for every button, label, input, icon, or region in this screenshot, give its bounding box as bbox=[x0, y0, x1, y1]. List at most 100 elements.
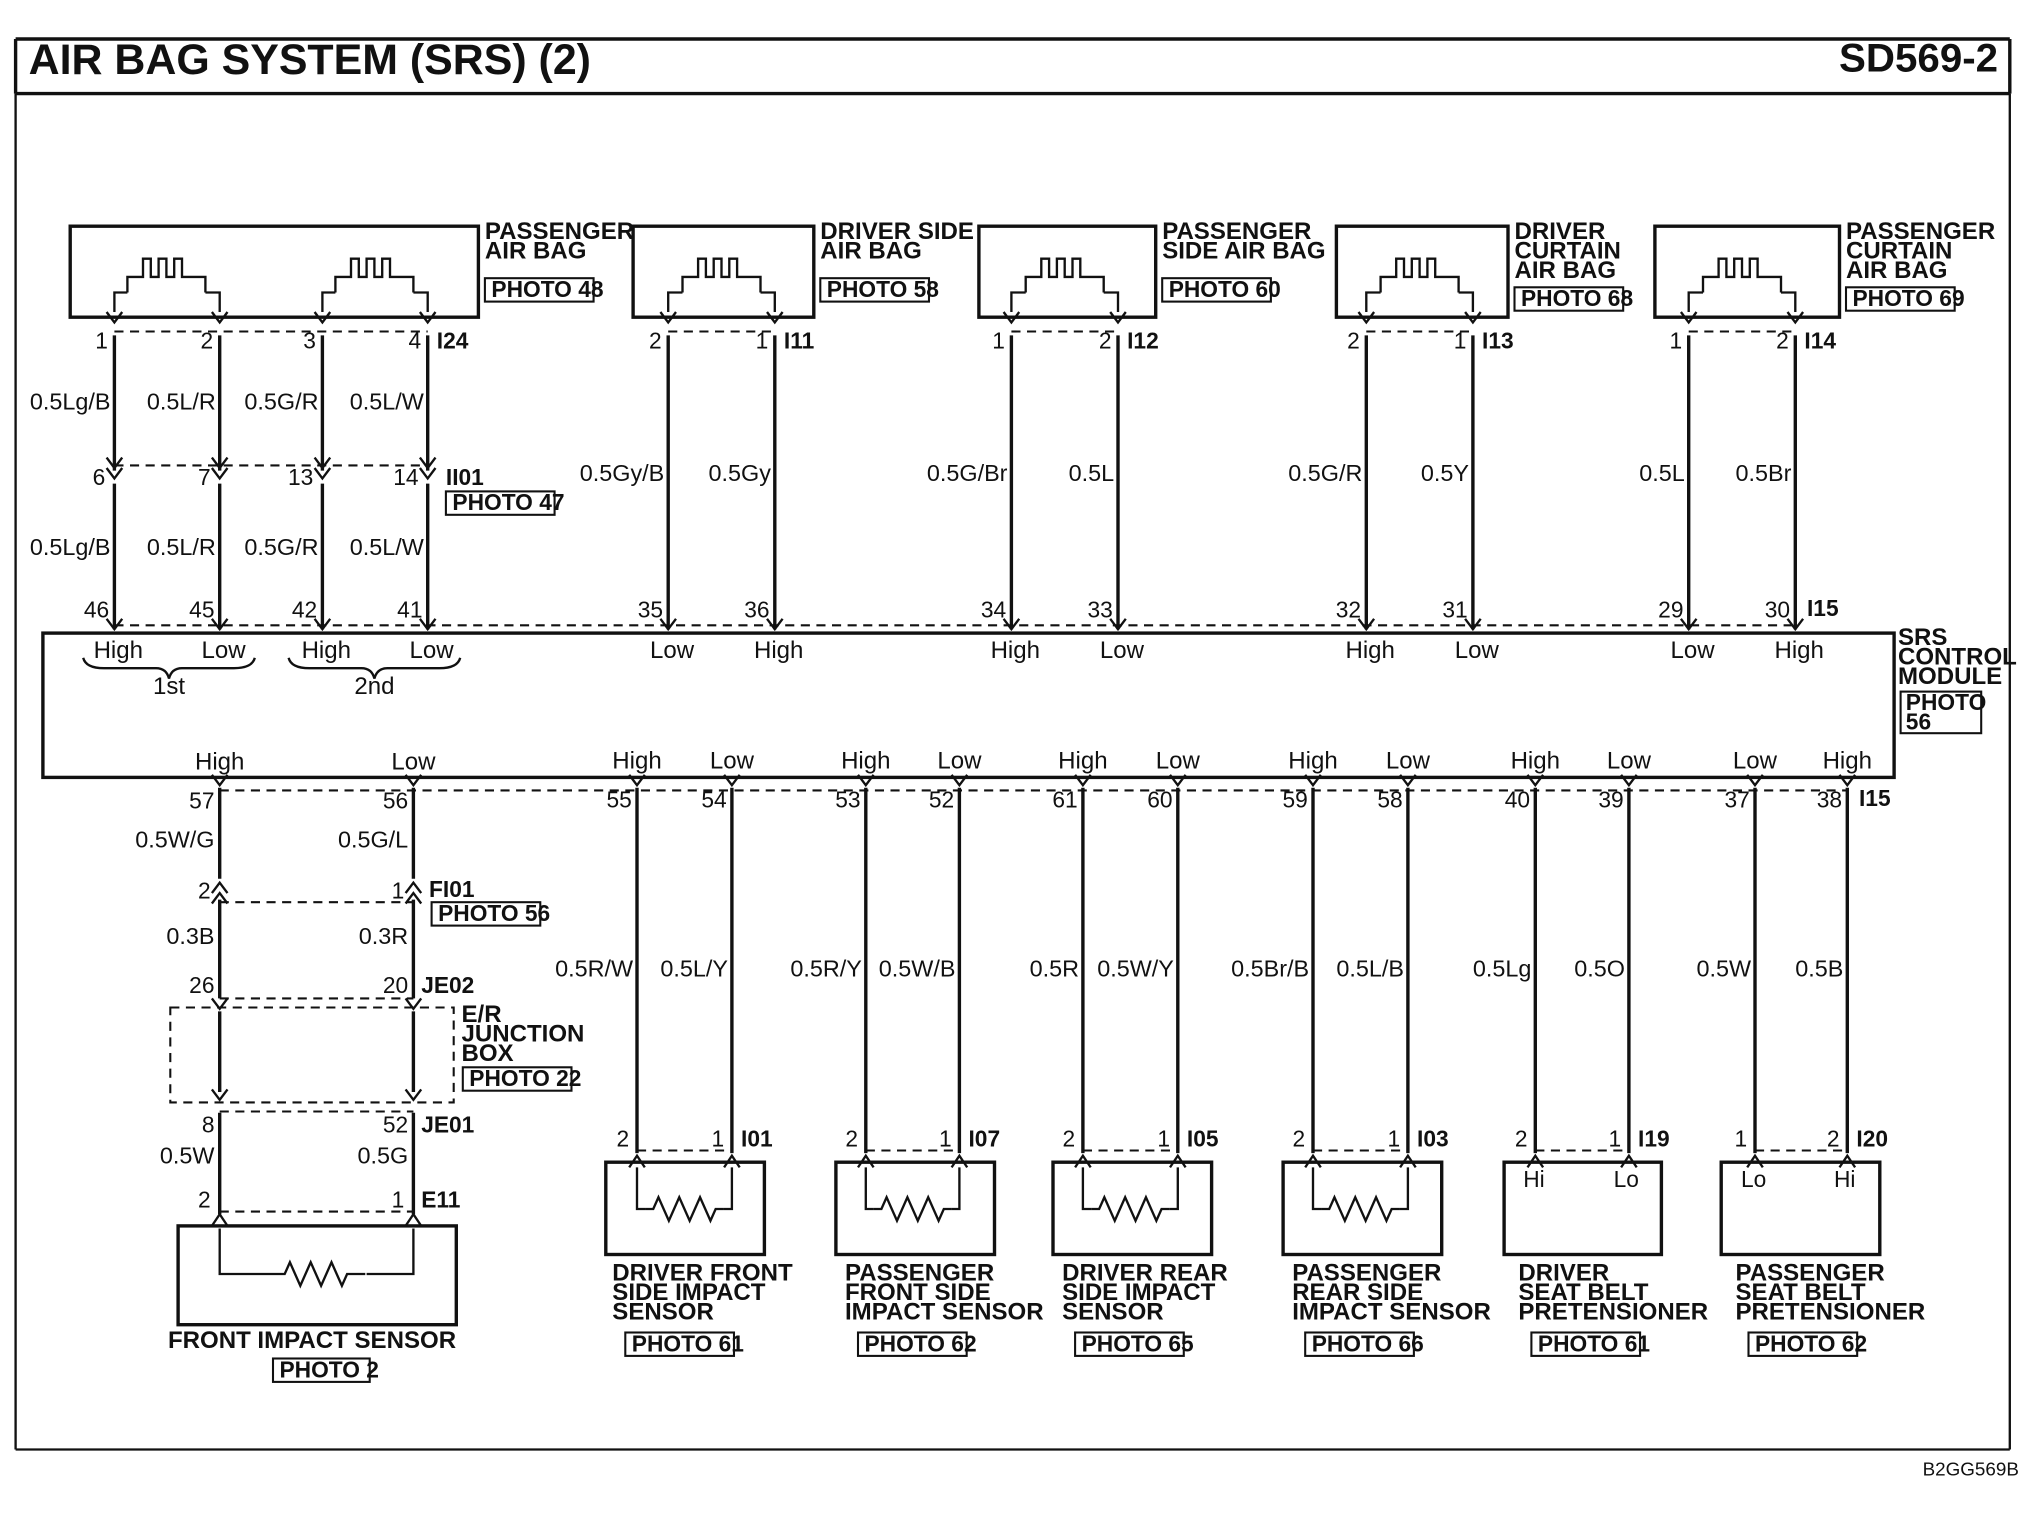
connector-terminal-icon bbox=[1464, 311, 1482, 325]
squib-lead bbox=[321, 291, 336, 312]
wire-color-code: 0.5Br/B bbox=[1231, 955, 1309, 981]
srs-module-label: CONTROL bbox=[1898, 643, 2017, 670]
wire-color-code: 0.5R bbox=[1030, 955, 1079, 981]
module-pin-polarity: Low bbox=[650, 637, 695, 664]
module-pin-number: 59 bbox=[1282, 786, 1307, 812]
connector-terminal-icon bbox=[210, 467, 229, 481]
wire-color-code: 0.5Lg/B bbox=[30, 389, 111, 415]
page-title: AIR BAG SYSTEM (SRS) (2) bbox=[29, 36, 591, 84]
component-pin-number: 4 bbox=[409, 327, 422, 353]
sensor-lead bbox=[1081, 1167, 1092, 1211]
component-connector-id: I05 bbox=[1187, 1126, 1219, 1152]
inline-connector-photo: PHOTO 56 bbox=[438, 900, 550, 926]
connector-terminal-icon bbox=[105, 467, 124, 481]
squib-element-icon bbox=[1024, 257, 1105, 293]
wire-color-code: 0.5Y bbox=[1421, 460, 1470, 486]
module-pin-number: 46 bbox=[84, 597, 109, 623]
junction-box-label: BOX bbox=[461, 1040, 513, 1067]
module-pin-polarity: High bbox=[1774, 637, 1823, 664]
module-pin-number: 61 bbox=[1052, 786, 1077, 812]
component-pin-number: 1 bbox=[392, 1187, 405, 1213]
resistor-icon bbox=[1091, 1194, 1170, 1224]
squib-element-icon bbox=[681, 257, 762, 293]
component-pin-number: 2 bbox=[617, 1126, 630, 1152]
component-pin-number: 1 bbox=[1608, 1126, 1621, 1152]
bottom-component-photo: PHOTO 66 bbox=[1312, 1330, 1424, 1356]
top-component-name: AIR BAG bbox=[820, 238, 922, 265]
bottom-component-name: IMPACT SENSOR bbox=[1292, 1299, 1491, 1326]
module-pin-number: 38 bbox=[1817, 786, 1842, 812]
junction-pin-number: 52 bbox=[383, 1111, 408, 1137]
connector-terminal-icon bbox=[210, 997, 229, 1011]
connector-terminal-icon bbox=[659, 311, 677, 325]
module-pin-polarity: High bbox=[195, 749, 244, 776]
connector-terminal-icon bbox=[766, 618, 784, 632]
top-component-name: AIR BAG bbox=[1846, 257, 1948, 284]
component-pin-number: 2 bbox=[845, 1126, 858, 1152]
connector-terminal-icon bbox=[313, 456, 332, 470]
wire-color-code: 0.5G/R bbox=[244, 534, 318, 560]
top-component-photo: PHOTO 58 bbox=[827, 276, 939, 302]
bottom-component-photo: PHOTO 65 bbox=[1082, 1330, 1194, 1356]
stage-label: 2nd bbox=[354, 673, 394, 700]
inline-pin-number: 7 bbox=[198, 464, 211, 490]
connector-terminal-icon bbox=[1526, 774, 1545, 788]
connector-terminal-icon bbox=[105, 618, 124, 632]
squib-element-icon bbox=[1379, 257, 1460, 293]
top-component-box bbox=[1334, 224, 1510, 319]
connector-terminal-icon bbox=[1357, 311, 1376, 325]
inline-pin-number: 1 bbox=[392, 877, 405, 903]
junction-box-label: JUNCTION bbox=[461, 1020, 584, 1047]
srs-module-label: SRS bbox=[1898, 624, 1947, 651]
sensor-lead bbox=[635, 1167, 646, 1211]
top-connector-id: I13 bbox=[1482, 327, 1514, 353]
connector-terminal-icon bbox=[1838, 774, 1857, 788]
wire-color-code: 0.5L/B bbox=[1336, 955, 1404, 981]
component-pin-number: 3 bbox=[303, 327, 316, 353]
inline-connector-photo-frame bbox=[444, 490, 556, 516]
top-component-box bbox=[1653, 224, 1842, 319]
inline-pin-number: 14 bbox=[393, 464, 418, 490]
sensor-lead bbox=[951, 1167, 961, 1211]
module-pin-number: 45 bbox=[189, 597, 214, 623]
junction-connector-id: JE02 bbox=[421, 972, 474, 998]
top-connector-id: I11 bbox=[784, 327, 815, 353]
wire-color-code: 0.5W/G bbox=[135, 827, 214, 853]
top-component-photo-frame bbox=[483, 277, 595, 303]
connector-terminal-icon bbox=[404, 1088, 423, 1102]
connector-terminal-icon bbox=[723, 774, 741, 788]
bottom-component-name: SENSOR bbox=[1062, 1299, 1164, 1326]
module-pin-number: 29 bbox=[1658, 597, 1683, 623]
bottom-component-name: SEAT BELT bbox=[1518, 1279, 1648, 1306]
module-pin-polarity: Low bbox=[1607, 747, 1652, 774]
squib-lead bbox=[667, 291, 683, 312]
wire-color-code: 0.5W bbox=[160, 1143, 215, 1169]
connector-terminal-icon bbox=[1786, 618, 1805, 632]
connector-terminal-icon bbox=[210, 1088, 229, 1102]
bottom-component-photo-frame bbox=[1304, 1331, 1415, 1357]
connector-terminal-icon bbox=[1679, 618, 1698, 632]
squib-lead bbox=[1458, 291, 1475, 312]
sensor-lead bbox=[366, 1228, 415, 1276]
connector-terminal-icon bbox=[210, 618, 229, 632]
component-pin-number: 2 bbox=[1515, 1126, 1528, 1152]
bottom-component-name: PRETENSIONER bbox=[1735, 1299, 1925, 1326]
component-connector-id: I01 bbox=[741, 1126, 773, 1152]
bottom-component-photo: PHOTO 62 bbox=[1755, 1330, 1867, 1356]
footer-code: B2GG569B bbox=[1923, 1459, 2019, 1480]
module-pin-polarity: High bbox=[1288, 747, 1337, 774]
srs-module-photo-number: 56 bbox=[1906, 708, 1931, 734]
module-pin-number: 53 bbox=[835, 786, 860, 812]
connector-terminal-icon bbox=[404, 997, 423, 1011]
wire-color-code: 0.5R/Y bbox=[790, 955, 862, 981]
module-pin-polarity: High bbox=[1511, 747, 1560, 774]
resistor-icon bbox=[266, 1259, 366, 1289]
front-impact-sensor-name: FRONT IMPACT SENSOR bbox=[168, 1327, 456, 1354]
connector-terminal-icon bbox=[857, 774, 875, 788]
top-component-photo-frame bbox=[1161, 277, 1272, 303]
connector-terminal-icon bbox=[210, 880, 229, 894]
diagram-root: AIR BAG SYSTEM (SRS) (2)SD569-2B2GG569BS… bbox=[13, 36, 2019, 1480]
wire-color-code: 0.5W bbox=[1697, 955, 1752, 981]
module-pin-polarity: Low bbox=[1100, 637, 1145, 664]
